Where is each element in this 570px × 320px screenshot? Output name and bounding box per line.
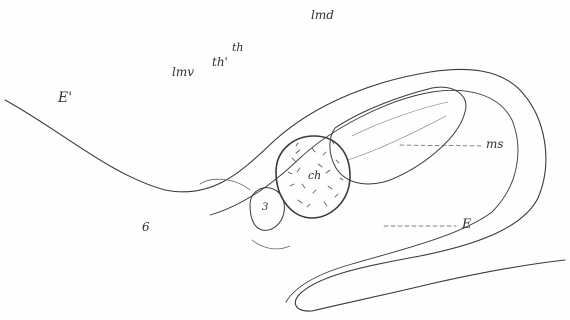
- pouch-6-lower: [252, 240, 290, 249]
- leader-ms: [400, 145, 482, 146]
- inner-outline: [210, 90, 518, 302]
- sac-ms-inner: [352, 102, 448, 136]
- label-th-prime: th': [212, 56, 228, 68]
- label-e: E: [462, 218, 472, 231]
- label-th: th: [232, 42, 244, 53]
- label-3: 3: [262, 203, 268, 213]
- outer-outline: [5, 69, 565, 311]
- label-lmv: lmv: [172, 66, 194, 78]
- label-ms: ms: [486, 138, 504, 150]
- label-6: 6: [142, 221, 150, 233]
- label-ch: ch: [308, 170, 321, 181]
- label-e-prime: E': [58, 91, 72, 105]
- label-lmd: lmd: [311, 9, 334, 21]
- sac-ms-inner-2: [348, 116, 446, 160]
